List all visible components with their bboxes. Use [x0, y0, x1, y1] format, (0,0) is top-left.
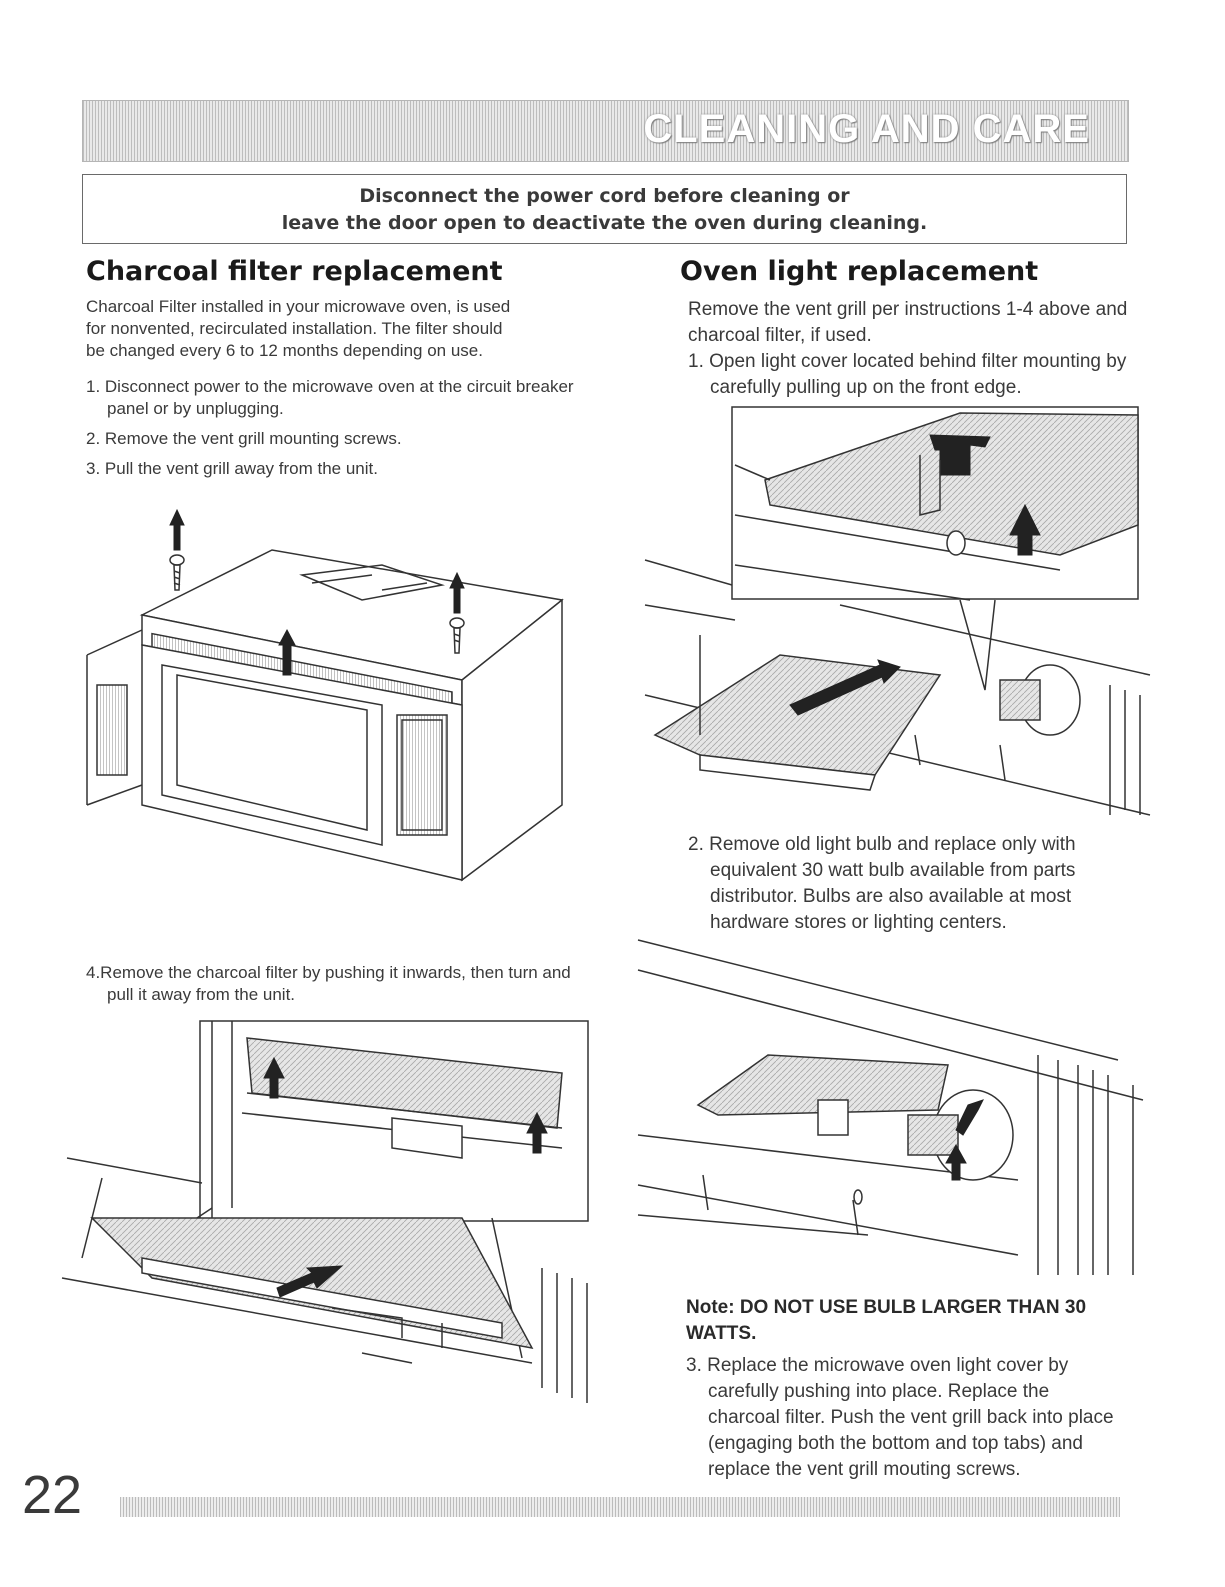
oven-light-intro-block: Remove the vent grill per instructions 1… — [688, 297, 1158, 401]
charcoal-steps: 1. Disconnect power to the microwave ove… — [86, 376, 606, 480]
charcoal-step-4-block: 4.Remove the charcoal filter by pushing … — [86, 962, 576, 1006]
footer-bar — [120, 1497, 1120, 1517]
bulb-replacement-illustration — [637, 939, 1144, 1275]
charcoal-intro: Charcoal Filter installed in your microw… — [86, 296, 626, 362]
warning-box: Disconnect the power cord before cleanin… — [82, 174, 1127, 244]
charcoal-filter-removal-illustration — [61, 1020, 589, 1403]
header-banner: CLEANING AND CARE — [82, 100, 1129, 162]
oven-light-intro: Remove the vent grill per instructions 1… — [688, 299, 1128, 346]
oven-light-step-2: 2. Remove old light bulb and replace onl… — [688, 834, 1076, 933]
charcoal-step-4: 4.Remove the charcoal filter by pushing … — [86, 963, 571, 1004]
warning-line-1: Disconnect the power cord before cleanin… — [359, 185, 850, 207]
light-cover-illustration — [644, 406, 1151, 816]
charcoal-section-title: Charcoal filter replacement — [86, 256, 503, 287]
oven-light-step-2-block: 2. Remove old light bulb and replace onl… — [688, 832, 1128, 936]
charcoal-step-3: 3. Pull the vent grill away from the uni… — [86, 459, 378, 478]
charcoal-intro-line: be changed every 6 to 12 months dependin… — [86, 341, 483, 360]
warning-line-2: leave the door open to deactivate the ov… — [281, 212, 928, 234]
oven-light-step-3: 3. Replace the microwave oven light cove… — [686, 1355, 1114, 1480]
microwave-vent-grill-illustration — [86, 508, 564, 882]
page-title: CLEANING AND CARE — [643, 107, 1090, 151]
oven-light-note-block: Note: DO NOT USE BULB LARGER THAN 30 WAT… — [686, 1295, 1126, 1483]
oven-light-section-title: Oven light replacement — [680, 256, 1039, 287]
page-number: 22 — [22, 1465, 83, 1525]
charcoal-intro-line: Charcoal Filter installed in your microw… — [86, 297, 511, 316]
oven-light-step-1: 1. Open light cover located behind filte… — [688, 351, 1127, 398]
bulb-wattage-note: Note: DO NOT USE BULB LARGER THAN 30 WAT… — [686, 1297, 1087, 1344]
charcoal-step-1: 1. Disconnect power to the microwave ove… — [86, 377, 574, 418]
charcoal-step-2: 2. Remove the vent grill mounting screws… — [86, 429, 402, 448]
charcoal-intro-line: for nonvented, recirculated installation… — [86, 319, 503, 338]
